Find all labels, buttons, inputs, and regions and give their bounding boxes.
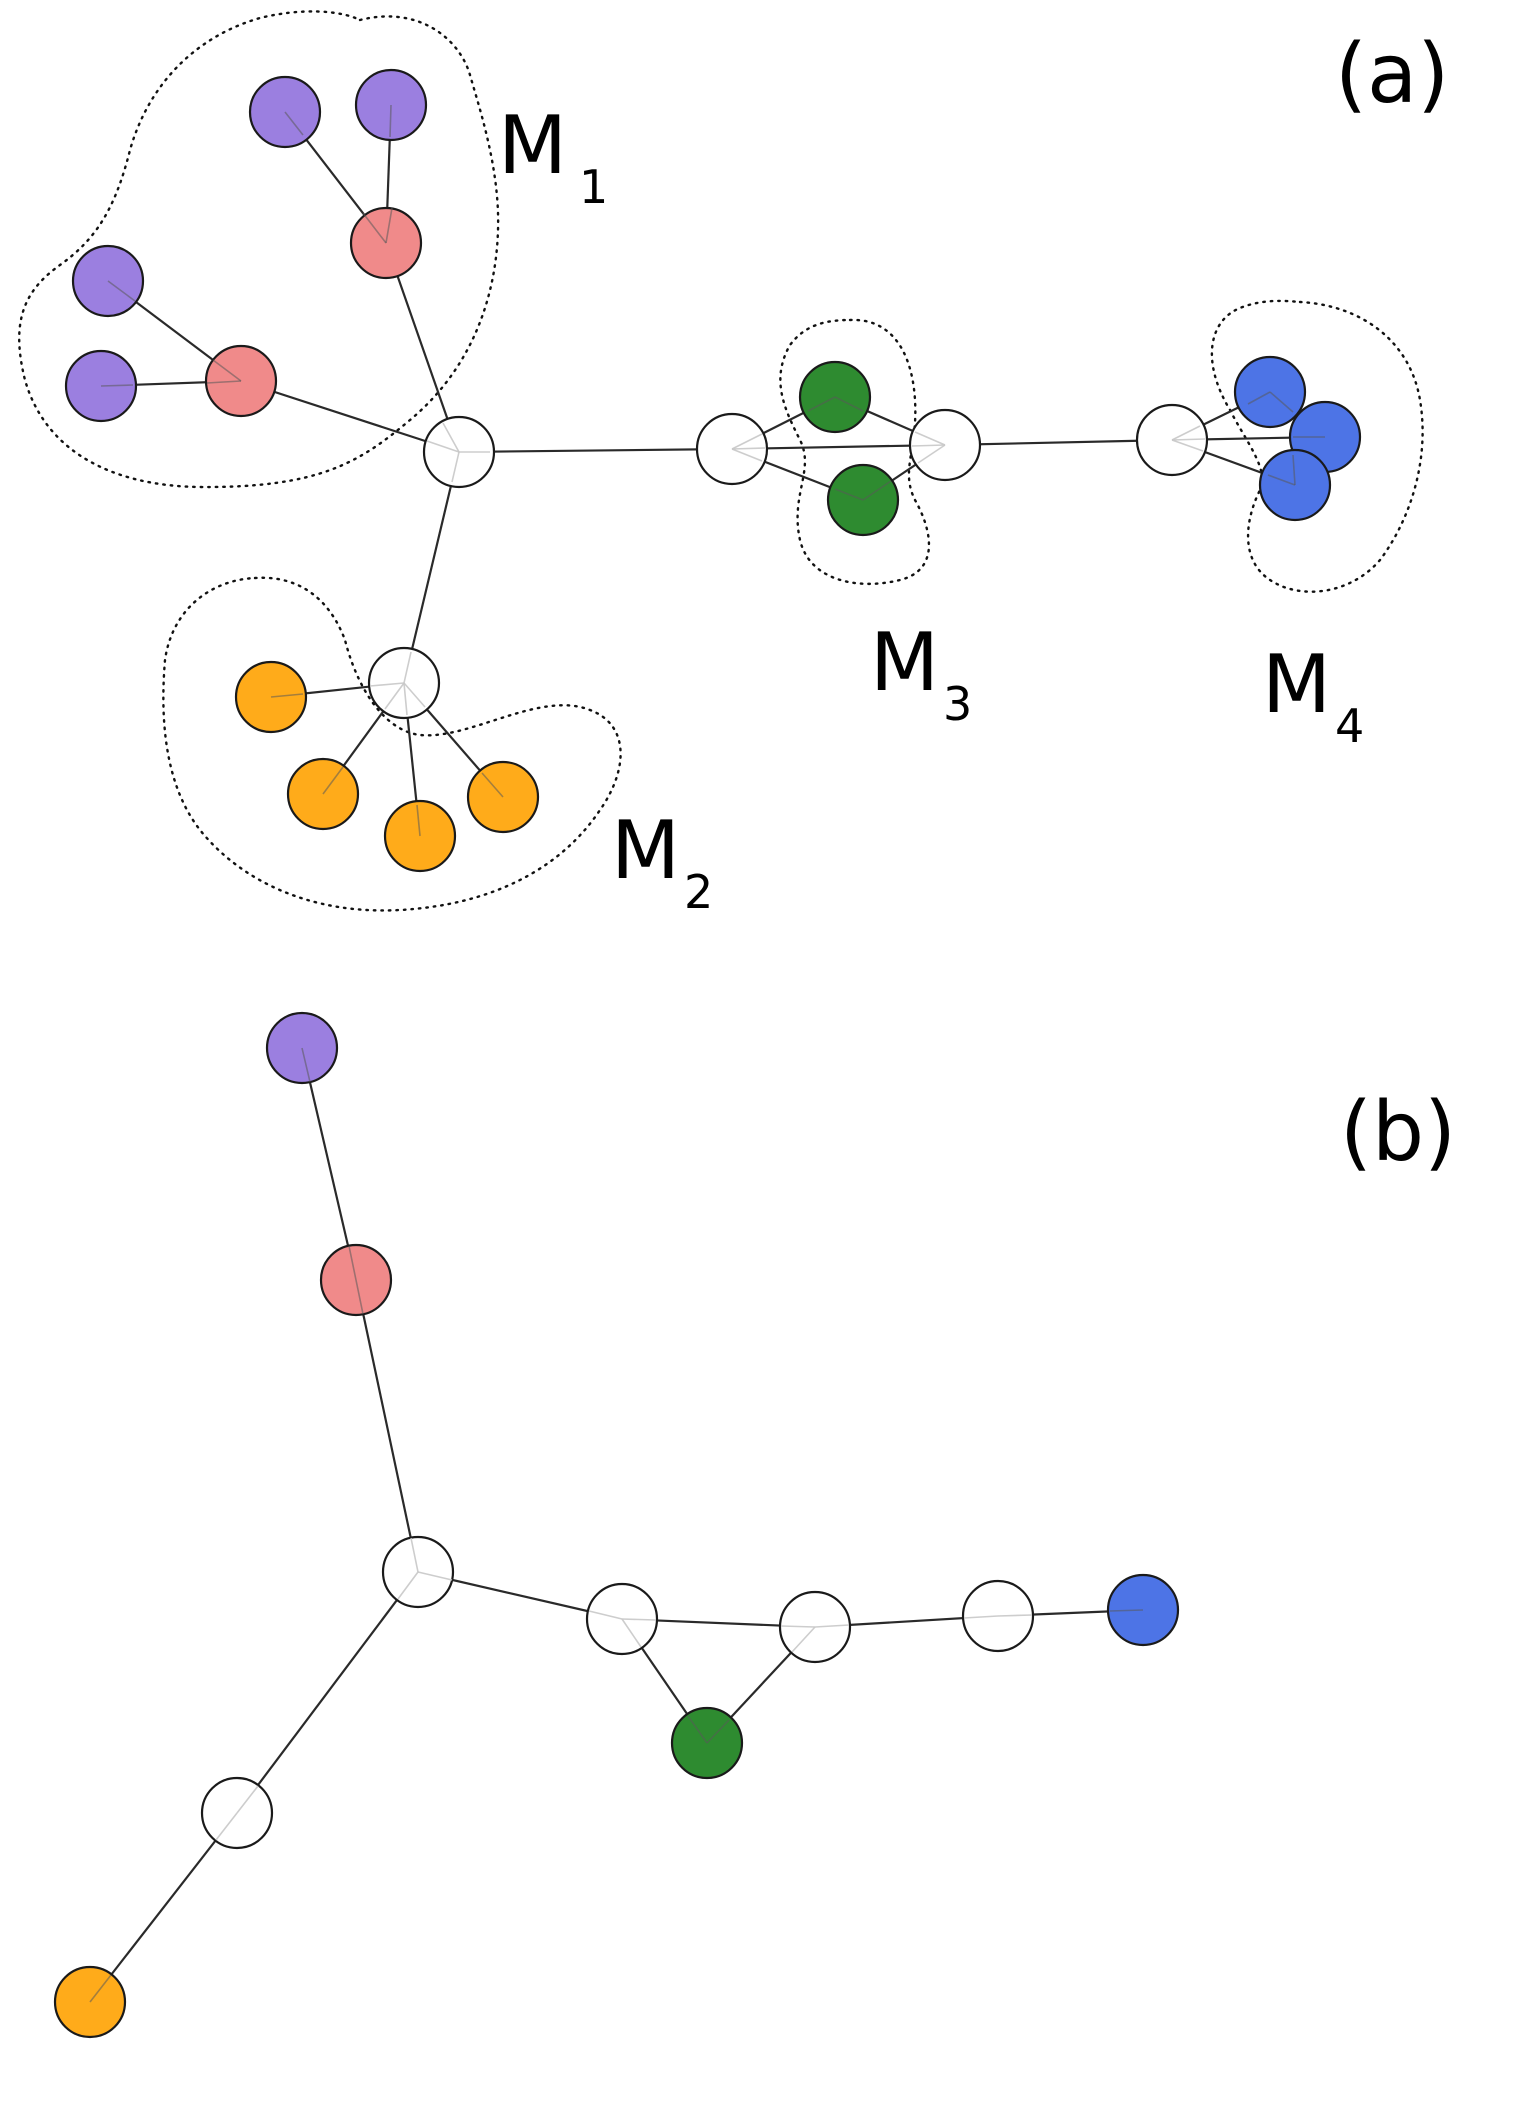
edge: [402, 451, 461, 684]
module-m2-outline: [162, 576, 622, 912]
spoke: [706, 1719, 730, 1744]
edge: [384, 242, 461, 453]
spoke: [410, 1537, 419, 1573]
spoke: [1247, 391, 1271, 405]
spoke: [963, 1615, 999, 1619]
spoke: [369, 682, 405, 687]
spoke: [621, 1618, 657, 1621]
panel-a: (a) M1 M2 M3 M4: [18, 10, 1449, 919]
spoke: [687, 1715, 708, 1744]
spoke: [385, 207, 393, 244]
spoke: [791, 1626, 816, 1653]
panel-b-nodes: [53, 1011, 1180, 2039]
spoke: [780, 1625, 816, 1628]
spoke: [588, 1610, 623, 1620]
panel-b: (b): [53, 1011, 1456, 2039]
panel-a-spokes: [100, 104, 1325, 837]
spoke: [301, 1047, 311, 1083]
module-m3-outline: [779, 318, 931, 586]
module-m3-label: M3: [870, 616, 972, 731]
spoke: [807, 396, 836, 412]
edge: [89, 1812, 238, 2003]
spoke: [322, 766, 344, 795]
panel-b-label: (b): [1340, 1085, 1456, 1180]
panel-a-nodes: [64, 68, 1362, 873]
spoke: [403, 651, 412, 684]
spoke: [731, 447, 766, 450]
module-m1-outline: [18, 10, 500, 489]
module-m2-label: M2: [611, 804, 713, 919]
edge: [236, 1571, 419, 1814]
spoke: [814, 1624, 850, 1628]
spoke: [1171, 439, 1204, 452]
spoke: [236, 1785, 259, 1814]
spoke: [270, 693, 304, 698]
spoke: [389, 104, 392, 138]
spoke: [997, 1614, 1033, 1617]
spoke: [107, 280, 136, 302]
panel-b-edges: [89, 1047, 1144, 2003]
spoke: [834, 488, 864, 501]
edge: [240, 379, 460, 454]
spoke: [731, 433, 763, 450]
spoke: [416, 804, 421, 837]
spoke: [417, 1571, 453, 1581]
panel-b-spokes: [89, 1047, 1144, 2003]
spoke: [89, 1974, 112, 2003]
spoke: [397, 1571, 419, 1600]
spoke: [914, 431, 946, 446]
spoke: [451, 451, 460, 483]
spoke: [284, 111, 304, 136]
spoke: [1109, 1609, 1144, 1612]
spoke: [384, 682, 405, 710]
spoke: [1171, 438, 1206, 441]
spoke: [1269, 391, 1294, 413]
spoke: [442, 422, 460, 453]
spoke: [212, 359, 242, 382]
edge: [944, 438, 1173, 447]
module-m4-label: M4: [1262, 638, 1364, 753]
spoke: [731, 448, 763, 462]
edge: [354, 1279, 420, 1573]
spoke: [1171, 425, 1201, 441]
spoke: [362, 212, 387, 244]
spoke: [481, 772, 504, 798]
edge: [458, 447, 733, 454]
spoke: [621, 1618, 642, 1648]
spoke: [403, 682, 426, 708]
spoke: [206, 380, 242, 384]
spoke: [917, 444, 946, 464]
spoke: [1292, 454, 1296, 486]
panel-a-label: (a): [1335, 27, 1449, 122]
spoke: [348, 1245, 357, 1281]
spoke: [355, 1279, 364, 1315]
edge: [300, 1047, 358, 1281]
spoke: [862, 480, 892, 501]
spoke: [1267, 474, 1296, 486]
spoke: [911, 444, 946, 447]
spoke: [215, 1812, 238, 1841]
spoke: [426, 440, 460, 453]
spoke: [403, 682, 408, 716]
spoke: [100, 384, 134, 387]
spoke: [834, 396, 864, 412]
